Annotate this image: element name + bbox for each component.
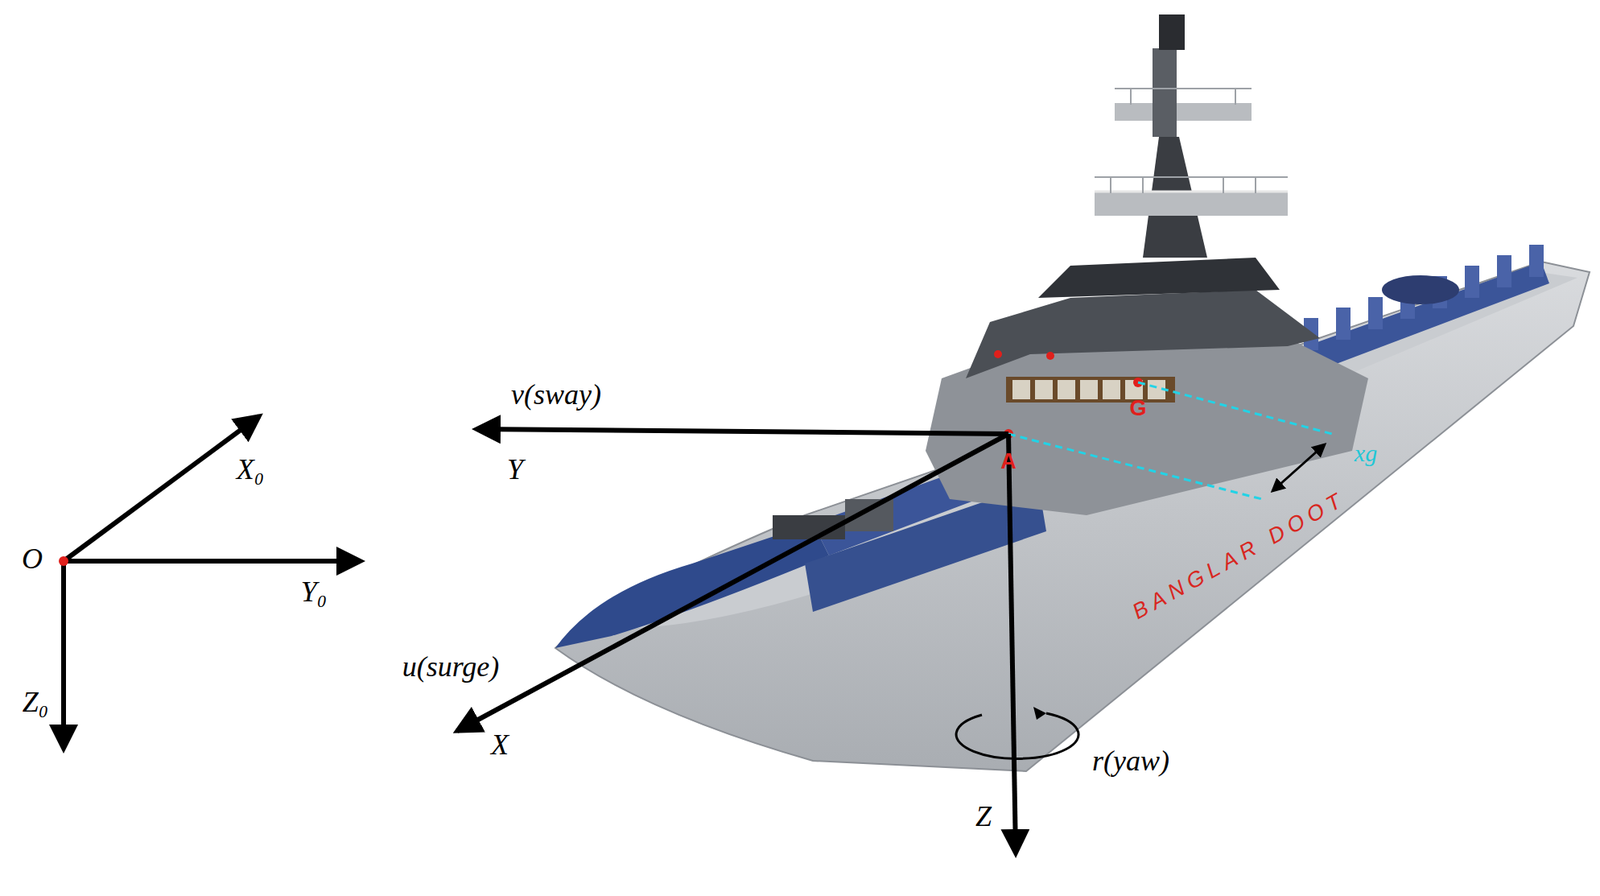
axis-label: Z₀	[22, 687, 50, 717]
origin-label: O	[21, 544, 43, 574]
rate-label: r(yaw)	[1092, 746, 1170, 776]
velocity-label: u(surge)	[402, 651, 500, 681]
axis-label: X	[490, 729, 509, 759]
axis-label: Z	[975, 801, 992, 831]
point-label: A	[1000, 450, 1017, 473]
dimension-label: xg	[1354, 441, 1378, 466]
velocity-label: v(sway)	[511, 379, 602, 409]
point-label: G	[1129, 397, 1147, 420]
axis-label: Y	[507, 454, 524, 484]
axis-label: Y₀	[301, 577, 328, 607]
axis-label: X₀	[236, 454, 265, 484]
